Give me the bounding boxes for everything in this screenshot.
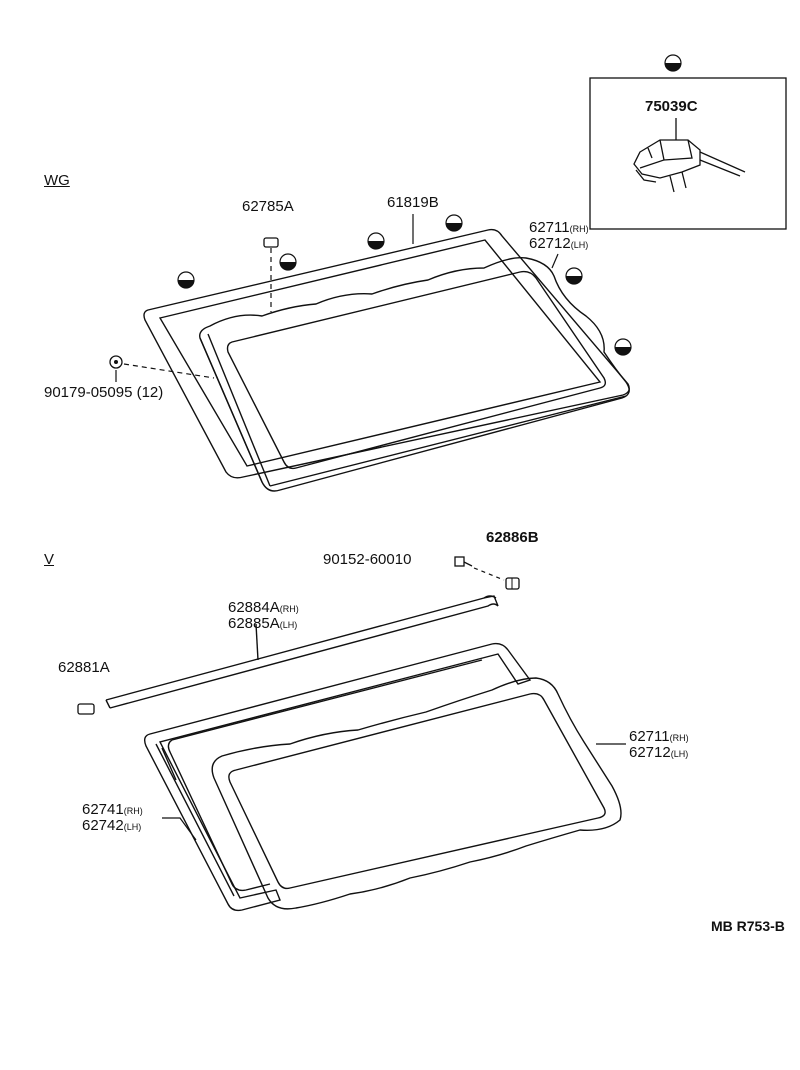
wg-screw-90179 — [109, 355, 215, 382]
section-label-v: V — [44, 551, 55, 568]
part-label-62881a: 62881A — [58, 659, 110, 676]
latch-part-75039c — [633, 118, 746, 193]
v-bolt-90152 — [454, 556, 505, 581]
wg-outer-frame-61819b — [143, 228, 630, 479]
section-label-wg: WG — [44, 172, 70, 189]
wg-clip-62785a — [263, 237, 279, 312]
wg-leaders — [412, 214, 559, 269]
v-leaders — [162, 743, 626, 841]
part-label-62884a: 62884A(RH) — [228, 599, 299, 616]
diagram-reference-code: MB R753-B — [711, 918, 785, 934]
part-label-62886b: 62886B — [486, 529, 539, 546]
part-label-61819b: 61819B — [387, 194, 439, 211]
v-end-cap-62881a — [77, 703, 95, 715]
v-clip-62886b — [505, 577, 520, 590]
inset-box — [589, 77, 787, 230]
part-label-62885a: 62885A(LH) — [228, 615, 298, 632]
part-label-62712-wg: 62712(LH) — [529, 235, 589, 252]
v-window-glass — [211, 677, 622, 910]
part-label-62712-v: 62712(LH) — [629, 744, 689, 761]
v-weatherstrip-62884a — [105, 595, 499, 709]
part-label-62785a: 62785A — [242, 198, 294, 215]
wg-window-glass — [199, 257, 630, 492]
part-label-62711-v: 62711(RH) — [629, 728, 689, 745]
v-outer-frame-62741 — [143, 642, 532, 912]
part-label-90179-05095: 90179-05095 (12) — [44, 384, 164, 401]
part-label-75039c: 75039C — [645, 98, 698, 115]
part-label-62711-wg: 62711(RH) — [529, 219, 589, 236]
part-label-62741: 62741(RH) — [82, 801, 143, 818]
part-label-90152-60010: 90152-60010 — [323, 551, 412, 568]
part-label-62742: 62742(LH) — [82, 817, 142, 834]
